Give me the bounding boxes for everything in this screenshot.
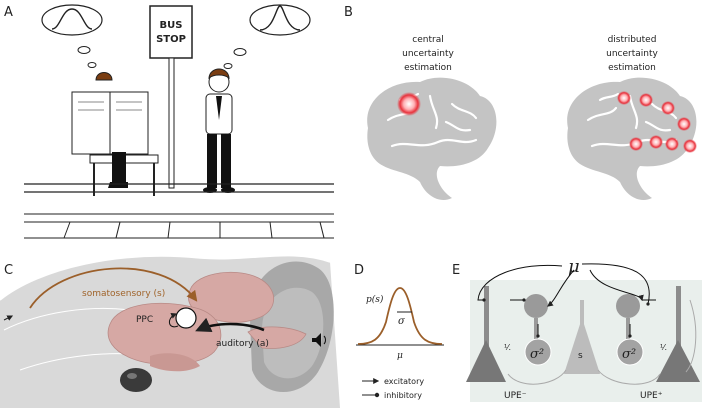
- sigma2-left-neuron: [524, 338, 552, 366]
- sigma2-left-label: σ²: [530, 347, 544, 362]
- s-neuron-soma: [564, 318, 600, 374]
- sitting-person: [71, 72, 159, 196]
- platform-tiles: [63, 221, 325, 239]
- right-thought-narrow-distribution: [259, 5, 301, 31]
- brain-distributed: [567, 77, 697, 201]
- upe-minus-soma: [466, 340, 506, 382]
- gain-left-label: ⅟.: [504, 343, 511, 352]
- whisker-mark: [3, 315, 14, 321]
- brain-central: [367, 77, 497, 201]
- right-thought-bubble: [249, 4, 311, 36]
- left-thought-wide-distribution: [51, 8, 93, 30]
- panel-d: D p(s) σ μ excitatory inhibitory: [354, 263, 444, 400]
- panel-a-letter: A: [4, 5, 13, 20]
- mu-source-label: μ: [568, 256, 580, 277]
- panel-b-letter: B: [344, 5, 353, 20]
- ppc-label: PPC: [136, 315, 153, 325]
- distributed-label-line-2: uncertainty: [606, 49, 658, 59]
- distributed-label-line-3: estimation: [608, 63, 656, 73]
- upe-minus-label: UPE⁻: [504, 391, 527, 401]
- upe-plus-label: UPE⁺: [640, 391, 663, 401]
- sigma2-right-neuron: [616, 338, 644, 366]
- speaker-icon: [312, 333, 321, 347]
- central-label-line-2: uncertainty: [402, 49, 454, 59]
- bus-stop-sign-line-2: STOP: [156, 34, 186, 45]
- distributed-label-line-1: distributed: [608, 35, 657, 45]
- gaussian-density-curve: [357, 287, 443, 345]
- density-ylabel: p(s): [366, 294, 384, 305]
- left-thought-dot-2: [87, 62, 97, 68]
- gain-right-label: ⅟.: [660, 343, 667, 352]
- right-thought-dot-1: [233, 48, 247, 56]
- central-hotspot: [397, 92, 421, 116]
- mouse-eye: [120, 368, 152, 392]
- upe-minus-dendrite: [484, 286, 489, 346]
- left-thought-bubble: [41, 4, 103, 36]
- sigma2-right-label: σ²: [622, 347, 636, 362]
- upe-plus-dendrite: [676, 286, 681, 346]
- bus-stop-sign-line-1: BUS: [160, 20, 183, 31]
- panel-e-letter: E: [452, 263, 460, 278]
- panel-d-letter: D: [354, 263, 364, 278]
- distributed-hotspots: [617, 91, 697, 153]
- left-thought-dot-1: [77, 46, 91, 54]
- bus-stop-sign: [149, 5, 193, 59]
- panel-b: B central uncertainty estimation distrib…: [344, 5, 697, 201]
- auditory-arrow: [195, 317, 265, 333]
- standing-person: [203, 68, 235, 193]
- upe-plus-soma: [656, 340, 700, 382]
- right-thought-dot-2: [223, 63, 233, 69]
- panel-c-letter: C: [4, 263, 13, 278]
- s-neuron-dendrite: [580, 300, 584, 330]
- central-label-line-1: central: [412, 35, 443, 45]
- legend-excitatory-label: excitatory: [384, 377, 424, 386]
- sigma-label: σ: [398, 316, 406, 327]
- panel-c: somatosensory (s) auditory (a) PPC C: [0, 254, 340, 408]
- mu-connections: [477, 263, 656, 338]
- central-label-line-3: estimation: [404, 63, 452, 73]
- ppc-node: [175, 307, 197, 329]
- bus-stop-pole: [168, 57, 175, 189]
- legend-inhibitory-label: inhibitory: [384, 391, 422, 400]
- s-neuron-label: s: [578, 351, 583, 361]
- upe-plus-interneuron: [616, 294, 640, 318]
- auditory-label: auditory (a): [216, 339, 269, 349]
- panel-a: A BUS STOP: [4, 4, 334, 239]
- mu-axis-label: μ: [397, 351, 403, 361]
- panel-e: E μ σ² ⅟. s σ² ⅟.: [452, 256, 702, 402]
- somatosensory-label: somatosensory (s): [82, 289, 165, 299]
- upe-minus-interneuron: [524, 294, 548, 318]
- feedback-connections: [507, 299, 697, 385]
- somatosensory-arrow: [29, 267, 198, 309]
